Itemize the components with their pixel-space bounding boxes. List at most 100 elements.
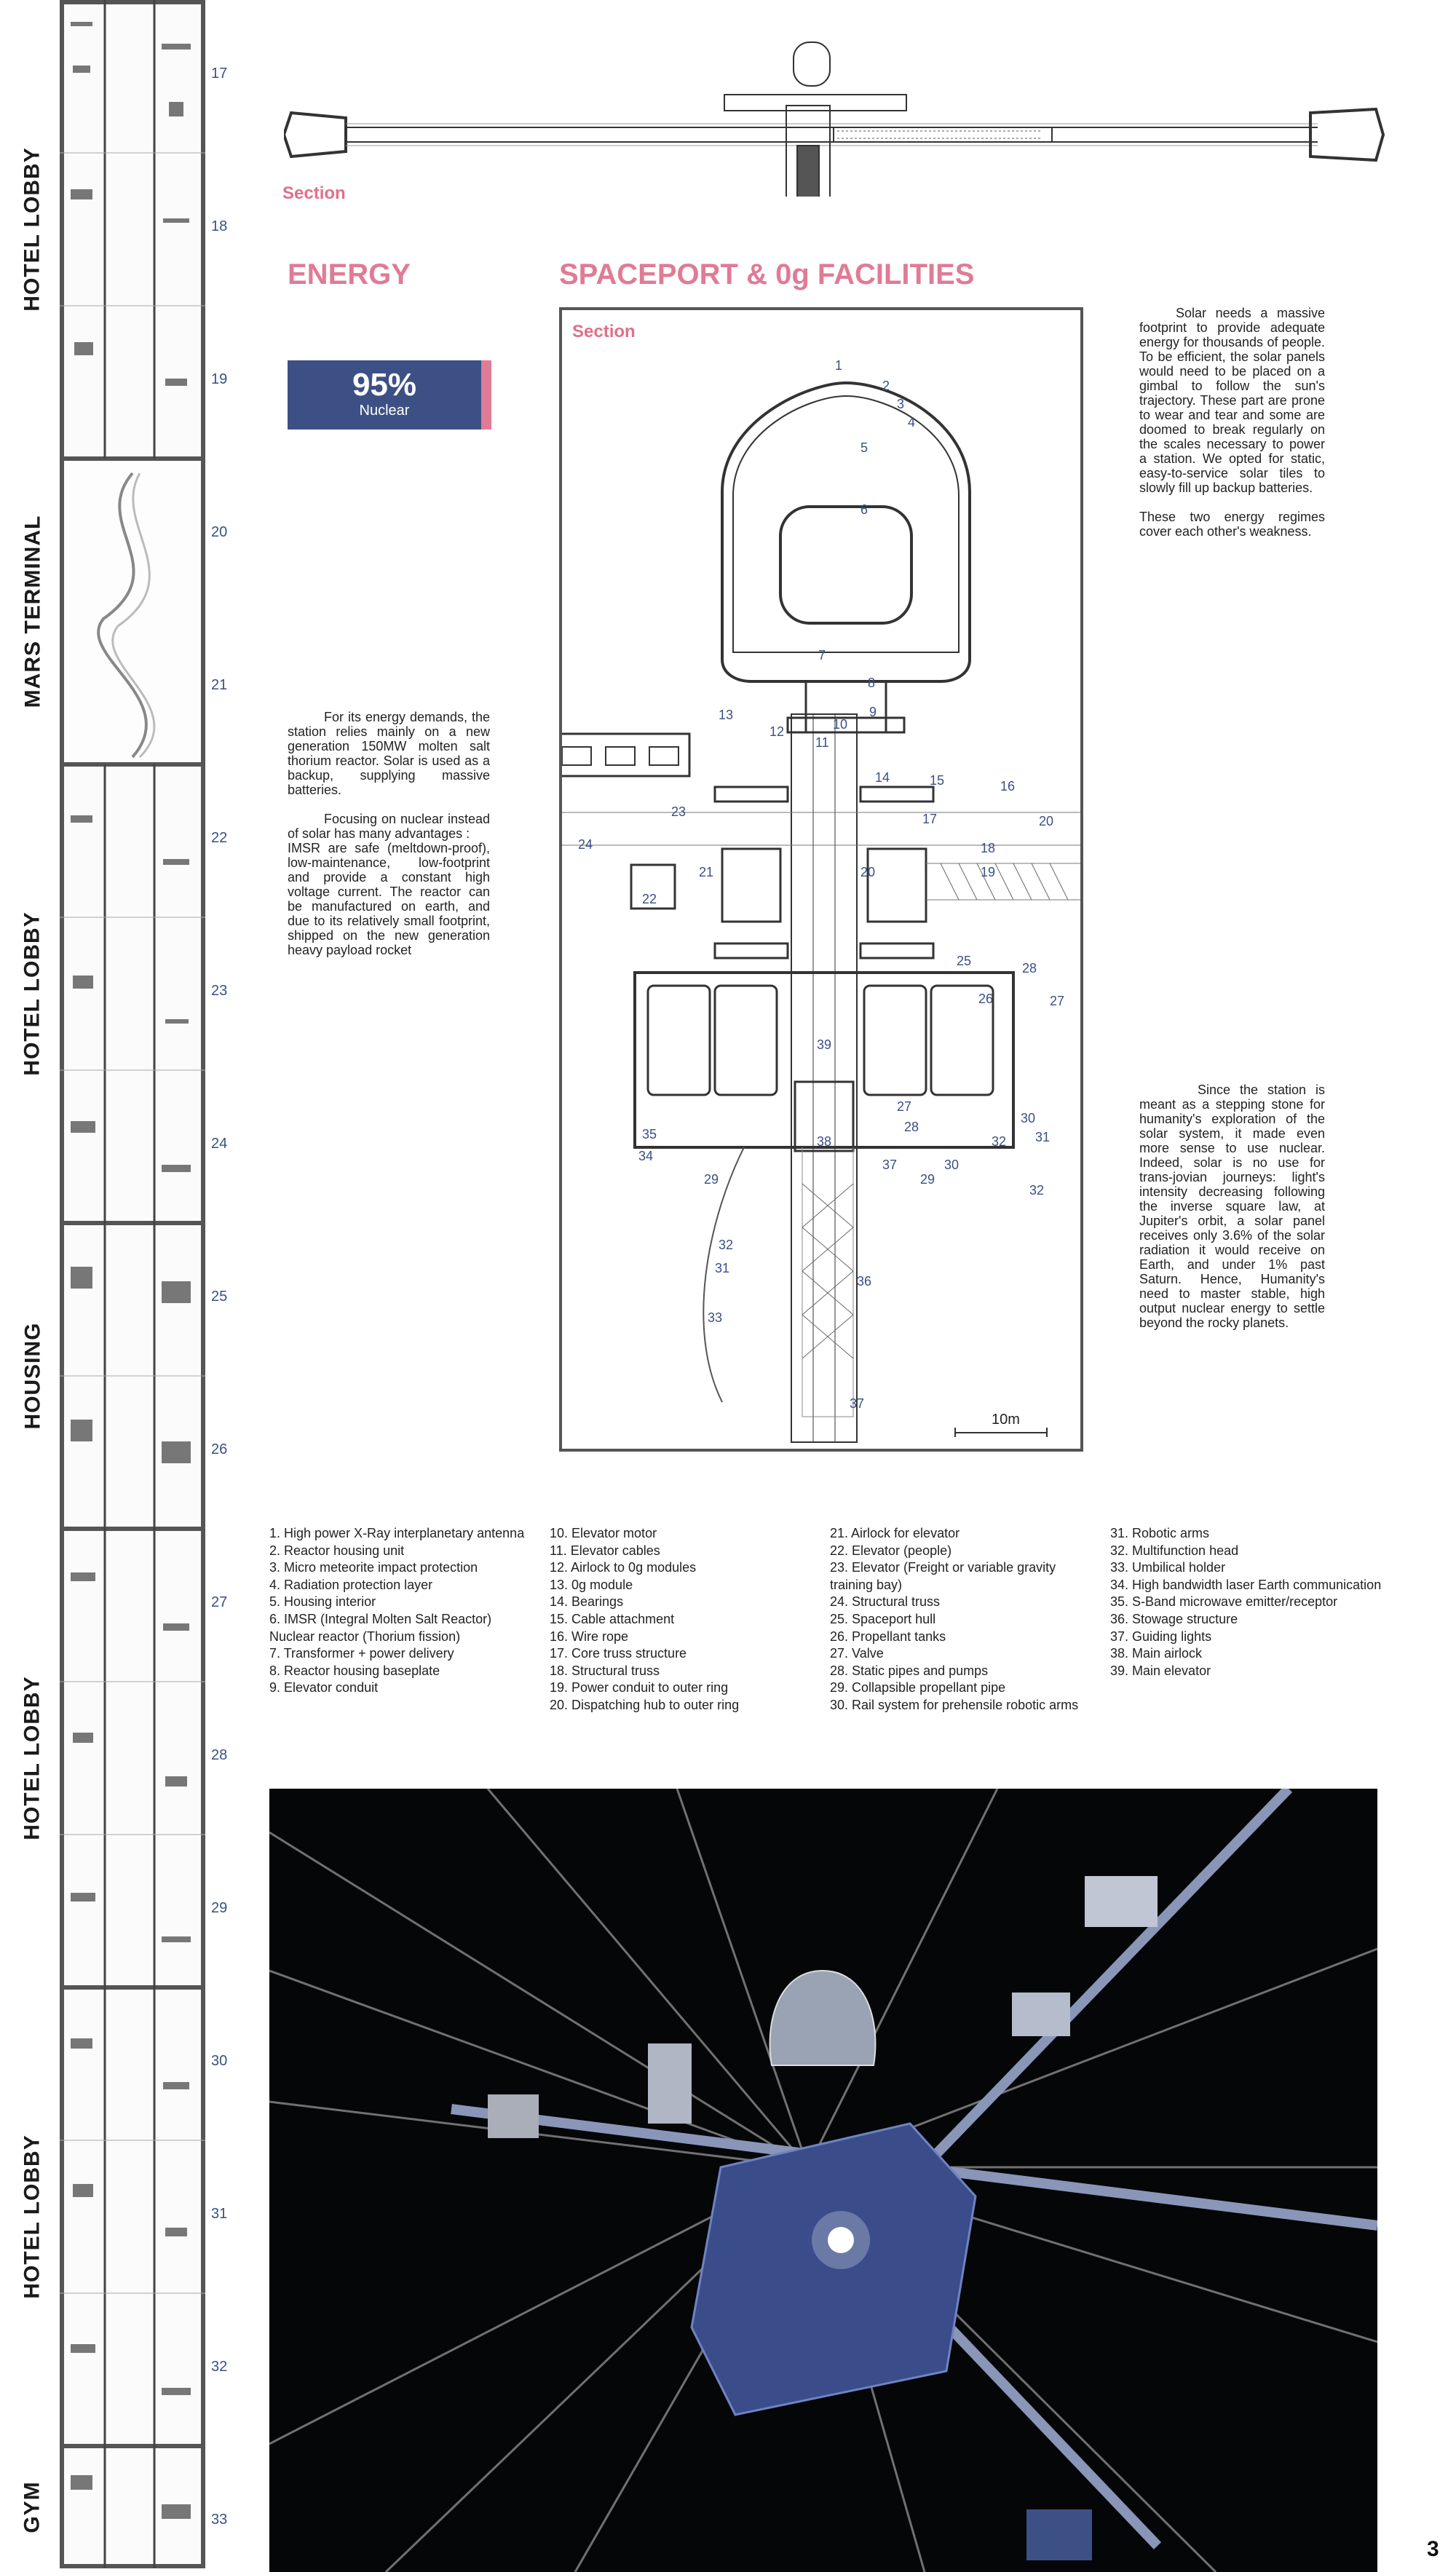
callout-number: 2	[882, 379, 890, 393]
callout-number: 23	[671, 804, 686, 819]
solar-paragraph: These two energy regimes cover each othe…	[1139, 510, 1325, 539]
callout-number: 11	[815, 735, 829, 750]
floor-number: 17	[211, 66, 228, 82]
energy-bar-fill	[288, 360, 481, 430]
legend-item: 14. Bearings	[550, 1594, 624, 1610]
page-number: 3	[1427, 2537, 1439, 2561]
callout-number: 32	[1029, 1183, 1044, 1198]
top-section-label: Section	[282, 183, 346, 203]
energy-sublabel: Nuclear	[359, 403, 410, 419]
callout-number: 31	[1035, 1130, 1050, 1144]
solar-paragraph: Solar needs a massive footprint to provi…	[1139, 306, 1325, 495]
callout-number: 30	[1021, 1111, 1035, 1125]
callout-number: 28	[1022, 961, 1037, 976]
floor-number: 26	[211, 1441, 228, 1457]
callout-number: 15	[930, 773, 944, 788]
callout-number: 35	[642, 1127, 657, 1141]
zone-label: MARS TERMINAL	[20, 515, 44, 708]
legend-item: 17. Core truss structure	[550, 1646, 687, 1661]
spaceport-section-frame: Section	[559, 307, 1083, 1452]
zone-label: HOUSING	[20, 1322, 45, 1430]
callout-number: 16	[1000, 779, 1015, 794]
legend-item: 26. Propellant tanks	[830, 1629, 946, 1644]
floor-number: 28	[211, 1747, 228, 1763]
solar-text: Solar needs a massive footprint to provi…	[1139, 306, 1325, 539]
callout-number: 29	[920, 1172, 935, 1187]
floor-number: 20	[211, 524, 228, 540]
spaceport-section-label: Section	[572, 322, 636, 341]
callout-number: 27	[1050, 994, 1064, 1008]
zone-label: HOTEL LOBBY	[20, 911, 45, 1076]
spaceport-section-drawing: 10m 1 2 3 4 5 6 7 8 9 10 11 12 13 14 15 …	[562, 358, 1080, 1443]
legend-item: 12. Airlock to 0g modules	[550, 1560, 697, 1575]
legend-item: 5. Housing interior	[269, 1594, 376, 1610]
legend-item: 13. 0g module	[550, 1577, 633, 1592]
floor-number: 31	[211, 2206, 228, 2222]
legend-item: 23. Elevator (Freight or variable gravit…	[830, 1560, 1056, 1592]
energy-heading: ENERGY	[288, 258, 411, 290]
legend-item: 18. Structural truss	[550, 1663, 660, 1678]
floor-number: 19	[211, 371, 228, 387]
callout-number: 36	[857, 1274, 871, 1289]
floor-number: 21	[211, 677, 228, 693]
callout-number: 3	[897, 397, 904, 411]
callout-number: 30	[944, 1158, 959, 1172]
callout-number: 32	[992, 1134, 1006, 1149]
callout-number: 20	[860, 865, 875, 879]
floor-number: 18	[211, 218, 228, 234]
callout-number: 20	[1039, 814, 1053, 828]
energy-paragraph: For its energy demands, the station reli…	[288, 710, 490, 797]
energy-paragraph: IMSR are safe (meltdown-proof), low-main…	[288, 841, 490, 957]
legend-item: 9. Elevator conduit	[269, 1680, 379, 1695]
legend-item: 25. Spaceport hull	[830, 1611, 936, 1626]
legend-item: 29. Collapsible propellant pipe	[830, 1680, 1006, 1695]
callout-number: 22	[642, 892, 657, 906]
legend-item: 24. Structural truss	[830, 1594, 941, 1610]
legend-column-3: 21. Airlock for elevator 22. Elevator (p…	[830, 1525, 1099, 1714]
legend-item: 37. Guiding lights	[1110, 1629, 1212, 1644]
legend-column-1: 1. High power X-Ray interplanetary anten…	[269, 1525, 539, 1697]
legend-column-2: 10. Elevator motor 11. Elevator cables 1…	[550, 1525, 819, 1714]
render-illustration	[269, 1789, 1377, 2572]
floor-number: 27	[211, 1594, 228, 1610]
legend-item: 3. Micro meteorite impact protection	[269, 1560, 478, 1575]
callout-number: 19	[981, 865, 995, 879]
callout-number: 26	[978, 992, 993, 1006]
legend-item: 15. Cable attachment	[550, 1611, 675, 1626]
plan-drawing	[60, 0, 205, 2568]
callout-number: 5	[860, 440, 868, 455]
callout-number: 9	[869, 705, 877, 719]
floor-number: 33	[211, 2512, 228, 2528]
legend-item: 1. High power X-Ray interplanetary anten…	[269, 1526, 525, 1540]
callout-number: 6	[860, 502, 868, 517]
callout-number: 32	[719, 1238, 733, 1252]
zone-label: HOTEL LOBBY	[20, 147, 45, 312]
callout-number: 37	[882, 1158, 897, 1172]
callout-number: 1	[835, 358, 842, 373]
callout-number: 24	[578, 837, 593, 852]
legend-item: 32. Multifunction head	[1110, 1543, 1239, 1558]
energy-paragraph: Focusing on nuclear instead of solar has…	[288, 812, 490, 841]
legend-item: 31. Robotic arms	[1110, 1526, 1210, 1540]
floor-number: 25	[211, 1289, 228, 1305]
spaceport-heading: SPACEPORT & 0g FACILITIES	[559, 258, 975, 290]
legend-item: 28. Static pipes and pumps	[830, 1663, 989, 1678]
callout-number: 27	[897, 1099, 911, 1114]
callout-number: 28	[904, 1120, 919, 1134]
station-render	[269, 1789, 1377, 2572]
zone-label: GYM	[20, 2481, 44, 2533]
legend-item: 7. Transformer + power delivery	[269, 1646, 454, 1661]
legend-item: 11. Elevator cables	[550, 1543, 660, 1558]
legend-item: 27. Valve	[830, 1646, 884, 1661]
legend-item: 10. Elevator motor	[550, 1526, 657, 1540]
legend-item: 34. High bandwidth laser Earth communica…	[1110, 1577, 1382, 1592]
legend-item: 30. Rail system for prehensile robotic a…	[830, 1697, 1079, 1712]
callout-number: 12	[769, 724, 784, 739]
callout-number: 34	[638, 1149, 653, 1163]
station-section-drawing	[284, 41, 1385, 197]
legend-item: 35. S-Band microwave emitter/receptor	[1110, 1594, 1338, 1610]
callout-number: 13	[719, 708, 733, 722]
legend-item: 6. IMSR (Integral Molten Salt Reactor) N…	[269, 1611, 492, 1644]
legend-item: 19. Power conduit to outer ring	[550, 1680, 729, 1695]
nuclear-text: Since the station is meant as a stepping…	[1139, 1083, 1325, 1330]
